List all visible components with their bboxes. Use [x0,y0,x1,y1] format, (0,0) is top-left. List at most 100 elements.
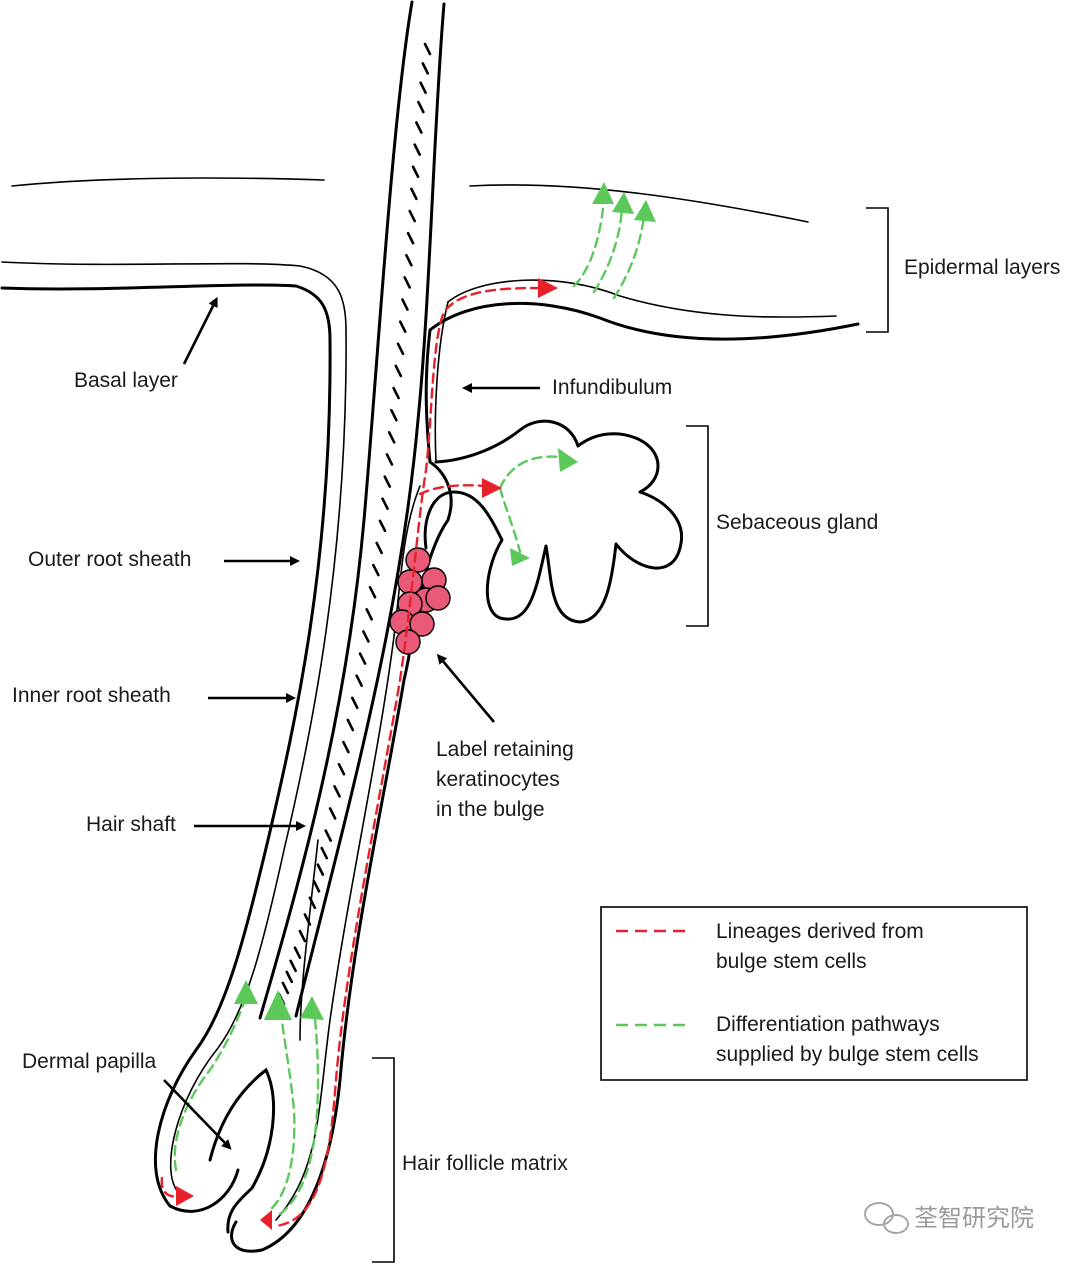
inner-root-sheath-label: Inner root sheath [12,684,171,707]
green-path-matrix-1 [173,990,250,1172]
lineage-paths [160,286,542,1228]
medulla-dash [358,652,367,665]
medulla-dash [411,165,420,179]
stem-cell [425,585,451,611]
medulla-dash [293,946,302,959]
skin-surface-left [11,177,325,187]
bulge-stem-cell-cluster [389,547,451,655]
medulla-dash [289,959,297,973]
green-arrowhead [300,996,324,1020]
dermal-papilla-arrow [163,1079,232,1150]
medulla-dash [312,879,321,893]
medulla-dash [365,608,374,621]
medulla-dash [337,762,346,776]
sebaceous-gland [423,419,683,624]
red-arrowhead [176,1186,194,1206]
medulla-dash [368,585,377,599]
medulla-dash [316,863,325,876]
legend-lineage-line-2: bulge stem cells [716,950,867,973]
medulla-dash [285,970,294,984]
green-arrowhead [558,448,578,472]
medulla-dash [398,320,407,333]
medulla-dash [394,364,403,378]
watermark: 荃智研究院 [864,1202,1034,1234]
legend-differentiation-line-2: supplied by bulge stem cells [716,1043,979,1066]
medulla-dash [410,187,418,201]
red-arrowhead [482,478,502,498]
hair-shaft-right [294,2,446,1018]
label-retaining-line-3: in the bulge [436,798,545,821]
infundibulum-label: Infundibulum [552,376,672,399]
wechat-icon [864,1202,909,1234]
medulla-dash [372,563,380,577]
green-arrowhead [510,548,530,566]
outer-root-sheath-inner [170,329,347,1193]
medulla-dash [401,298,409,311]
medulla-dash [355,674,363,688]
follicle-right-wall-inner [275,301,449,1221]
stem-cell [405,547,431,573]
medulla-dash [385,453,394,466]
hair-follicle-matrix-bracket [372,1057,395,1263]
medulla-dash [362,630,370,643]
medulla-dash [419,81,427,95]
sebaceous-gland-label: Sebaceous gland [716,511,878,534]
skin-surface-right [469,184,809,223]
follicle-right-wall [230,328,453,1253]
medulla-dash [387,430,396,444]
differentiation-pathways [173,198,646,1216]
medulla-dash [406,231,415,245]
sebaceous-gland-outline [423,419,683,624]
green-path-epidermis-2 [592,206,624,294]
medulla-dash [403,276,411,289]
green-path-matrix-3 [278,1006,320,1216]
medulla-dash [350,696,359,710]
hair-shaft-medulla [277,42,432,1006]
medulla-dash [408,209,417,223]
medulla-dash [308,896,317,910]
hair-shaft-label: Hair shaft [86,813,176,836]
hair-follicle-matrix-label: Hair follicle matrix [402,1152,568,1175]
watermark-text: 荃智研究院 [914,1205,1034,1232]
medulla-dash [375,541,383,555]
green-arrowhead [612,192,634,214]
red-path-matrix-left [160,1176,182,1198]
medulla-dash [342,740,350,754]
dermal-papilla-label: Dermal papilla [22,1050,157,1073]
dermal-papilla-outline [208,1067,275,1234]
basal-layer-right-outer [428,301,860,341]
medulla-dash [378,519,387,533]
green-arrowhead [234,980,258,1004]
epidermal-layers-bracket [866,207,889,333]
basal-layer-left-inner [1,261,347,331]
medulla-dash [423,42,432,56]
differentiation-arrowheads [234,182,656,1020]
medulla-dash [303,913,312,926]
legend: Lineages derived from bulge stem cells D… [600,906,1028,1081]
green-arrowhead [264,990,292,1020]
medulla-dash [383,475,392,488]
medulla-dash [396,342,405,356]
outer-root-sheath-outer [153,338,332,1213]
medulla-dash [320,846,329,860]
medulla-dash [405,253,413,267]
green-path-epidermis-1 [572,198,606,288]
stem-cell [409,611,435,637]
medulla-dash [381,497,389,510]
legend-lineage-line-1: Lineages derived from [716,920,924,943]
lineage-arrowheads [176,278,558,1230]
medulla-dash [281,981,290,995]
green-path-epidermis-3 [612,214,646,300]
medulla-dash [421,62,430,75]
red-path-gland [418,484,488,496]
basal-layer-label: Basal layer [74,369,178,392]
label-retaining-arrow [436,653,495,723]
epidermis [0,177,860,342]
medulla-dash [324,829,332,842]
green-path-matrix-2 [270,1004,296,1210]
green-path-gland-1 [498,455,570,490]
epidermal-layers-label: Epidermal layers [904,256,1060,279]
medulla-dash [392,386,400,400]
medulla-dash [346,718,355,732]
green-arrowhead [592,182,614,204]
